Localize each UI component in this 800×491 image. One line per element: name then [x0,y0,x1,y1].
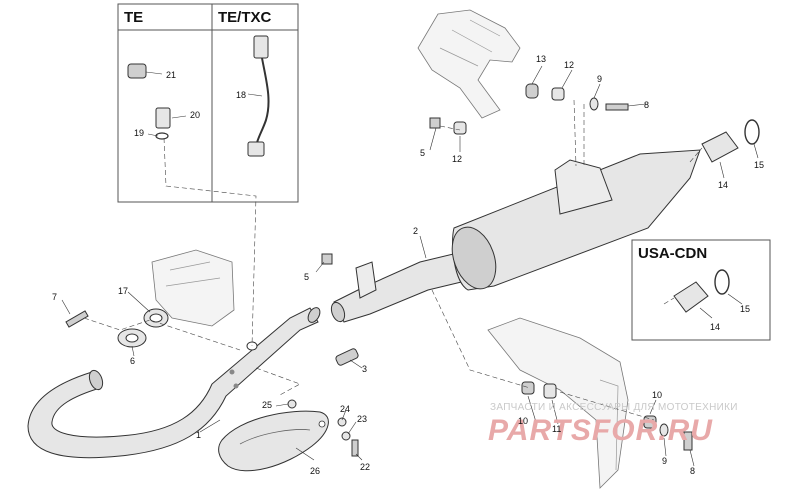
watermark: ЗАПЧАСТИ И АКСЕССУАРЫ ДЛЯ МОТОТЕХНИКИ PA… [488,402,738,447]
frame-outline-top [417,9,521,119]
callout-14-box: 14 [710,322,720,332]
callout-20: 20 [190,110,200,120]
variant-box-te-txc: TE TE/TXC [117,3,299,203]
callout-8-bottom: 8 [690,466,695,476]
box-title-te-txc: TE/TXC [218,9,272,26]
frame-outline-bottom-right [487,317,629,489]
callout-9-bottom: 9 [662,456,667,466]
callout-10-left: 10 [518,416,528,426]
callout-3: 3 [362,364,367,374]
callout-12-mid: 12 [452,154,462,164]
variant-box-usa-cdn: USA-CDN [631,239,771,341]
box-title-usa-cdn: USA-CDN [638,245,707,262]
callout-1: 1 [196,430,201,440]
callout-23: 23 [357,414,367,424]
header-pipe [27,307,321,459]
callout-26: 26 [310,466,320,476]
callout-15-top: 15 [754,160,764,170]
engine-outline [151,249,235,327]
callout-2: 2 [413,226,418,236]
callout-18: 18 [236,90,246,100]
callout-labels: 1 2 3 5 5 6 7 8 8 9 9 10 10 11 12 12 13 … [52,54,764,476]
leader-lines [61,65,759,467]
callout-12-top: 12 [564,60,574,70]
callout-5-mid: 5 [304,272,309,282]
heat-shield [218,410,329,472]
watermark-caption: ЗАПЧАСТИ И АКСЕССУАРЫ ДЛЯ МОТОТЕХНИКИ [490,402,738,413]
watermark-logo: PARTSFOR.RU [488,414,713,447]
callout-14-top: 14 [718,180,728,190]
callout-24: 24 [340,404,350,414]
callout-15-box: 15 [740,304,750,314]
callout-22: 22 [360,462,370,472]
callout-13: 13 [536,54,546,64]
callout-11: 11 [552,424,561,434]
callout-10-right: 10 [652,390,662,400]
small-parts [65,35,760,457]
callout-5-top: 5 [420,148,425,158]
callout-8-top: 8 [644,100,649,110]
callout-7: 7 [52,292,57,302]
callout-17: 17 [118,286,128,296]
callout-6: 6 [130,356,135,366]
callout-19: 19 [134,128,144,138]
callout-21: 21 [166,70,176,80]
silencer [330,149,701,323]
dashed-connectors [83,99,703,421]
box-title-te: TE [124,9,143,26]
callout-9-top: 9 [597,74,602,84]
callout-25: 25 [262,400,272,410]
